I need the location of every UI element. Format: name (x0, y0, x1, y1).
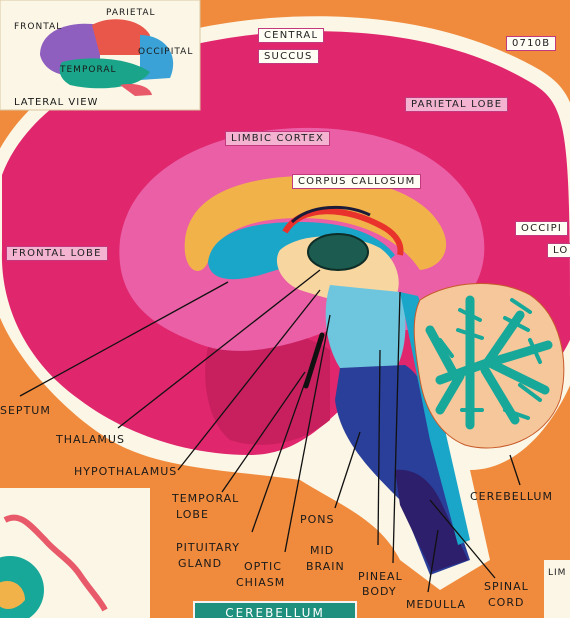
corpus-callosum-tag: Corpus Callosum (292, 174, 421, 189)
label-pituitary-2: Gland (178, 557, 222, 570)
label-corner-small: Lim (548, 567, 566, 580)
inset-title: Lateral View (14, 97, 98, 108)
label-pons: Pons (300, 513, 335, 526)
label-septum: Septum (0, 404, 51, 417)
parietal-lobe-tag: Parietal Lobe (405, 97, 508, 112)
thalamus-nucleus (308, 234, 368, 270)
label-optic-2: Chiasm (236, 576, 285, 589)
label-pituitary-1: Pituitary (176, 541, 240, 554)
label-midbrain-2: Brain (306, 560, 345, 573)
inset-label-temporal: Temporal (60, 65, 117, 75)
limbic-cortex-tag: Limbic Cortex (225, 131, 330, 146)
label-thalamus: Thalamus (56, 433, 125, 446)
occipital-tag-2: Lo (547, 243, 570, 258)
label-pineal-1: Pineal (358, 570, 403, 583)
label-temporal-lobe-1: Temporal (172, 492, 239, 505)
label-medulla: Medulla (406, 598, 466, 611)
label-optic-1: Optic (244, 560, 282, 573)
central-sulcus-tag-1: Central (258, 28, 324, 43)
label-hypothalamus: Hypothalamus (74, 465, 177, 478)
occipital-tag-1: Occipi (515, 221, 568, 236)
label-spinal-1: Spinal (484, 580, 529, 593)
central-sulcus-tag-2: Succus (258, 49, 319, 64)
label-spinal-2: Cord (488, 596, 524, 609)
label-midbrain-1: Mid (310, 544, 334, 557)
frontal-lobe-tag: Frontal Lobe (6, 246, 108, 261)
inset-label-parietal: Parietal (106, 8, 156, 18)
inset-label-occipital: Occipital (138, 47, 193, 57)
inset-label-frontal: Frontal (14, 22, 62, 32)
corner-tag: 0710B (506, 36, 556, 51)
cerebellum-banner: Cerebellum (193, 601, 357, 618)
label-cerebellum: Cerebellum (470, 490, 553, 503)
label-temporal-lobe-2: Lobe (176, 508, 209, 521)
midbrain (326, 285, 406, 370)
label-pineal-2: Body (362, 585, 397, 598)
